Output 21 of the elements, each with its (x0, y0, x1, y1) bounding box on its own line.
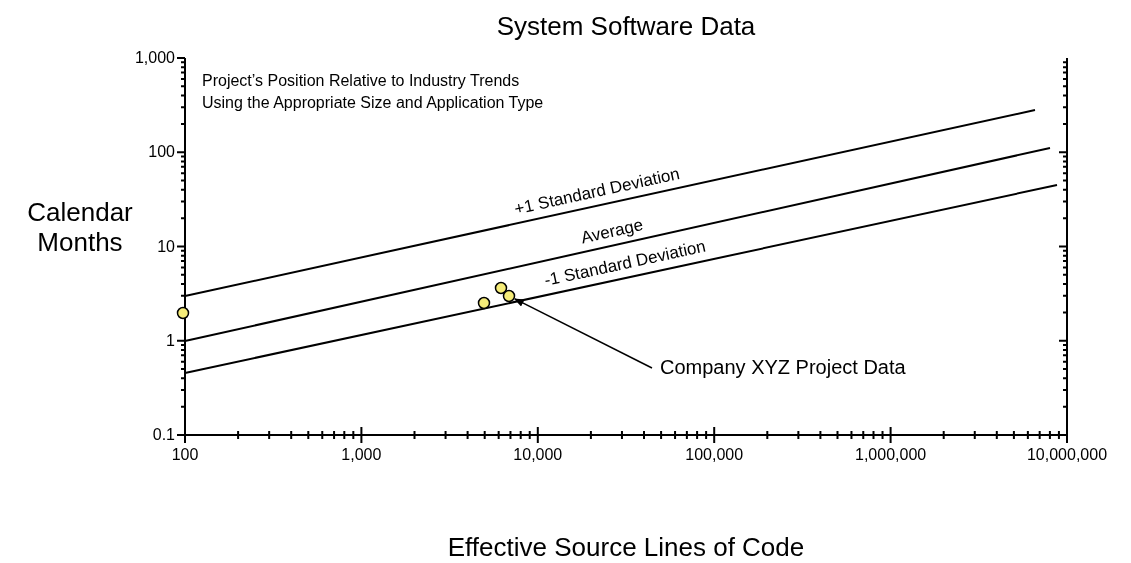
data-point (502, 289, 516, 303)
x-tick-label: 10,000,000 (1026, 445, 1108, 465)
y-axis-title: Calendar Months (26, 198, 134, 258)
x-tick-label: 1,000 (341, 445, 382, 465)
y-tick-label: 1 (166, 331, 175, 350)
x-tick-label: 1,000,000 (855, 445, 927, 465)
data-point (477, 296, 491, 310)
y-tick-label: 100 (148, 143, 175, 162)
leader-arrow (513, 298, 653, 369)
data-point (494, 281, 508, 295)
chart-title: System Software Data (496, 12, 756, 42)
x-axis-title: Effective Source Lines of Code (447, 533, 805, 563)
chart-note: Project’s Position Relative to Industry Trends Using the Appropriate Size and Application Type (202, 71, 545, 114)
x-tick-label: 100,000 (685, 445, 744, 465)
y-tick-label: 1,000 (134, 48, 175, 68)
data-point (176, 306, 190, 320)
x-tick-label: 10,000 (513, 445, 563, 465)
y-tick-label: 0.1 (152, 425, 175, 445)
x-tick-label: 100 (171, 445, 199, 465)
annotation-label: Company XYZ Project Data (660, 356, 906, 379)
y-tick-label: 10 (157, 237, 175, 256)
